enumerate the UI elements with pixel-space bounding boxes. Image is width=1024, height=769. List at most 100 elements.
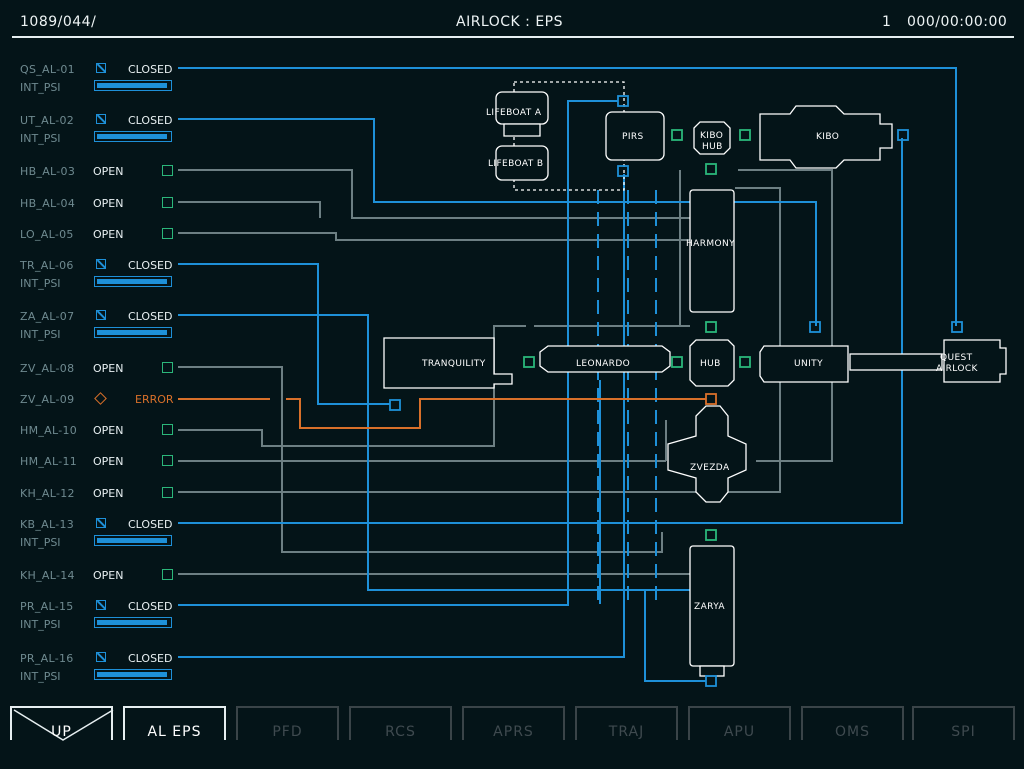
airlock-status: CLOSED	[128, 114, 173, 127]
airlock-id: HM_AL-11	[20, 455, 78, 468]
airlock-row[interactable]: KH_AL-14 OPEN	[0, 569, 180, 603]
airlock-id: UT_AL-02	[20, 114, 75, 127]
psi-label: INT_PSI	[20, 536, 61, 549]
valve-closed-icon	[96, 259, 106, 269]
label-quest-2: AIRLOCK	[936, 364, 979, 374]
valve-open-icon	[162, 569, 173, 580]
airlock-row[interactable]: HM_AL-11 OPEN	[0, 455, 180, 489]
valve-closed-icon	[96, 63, 106, 73]
error-diamond-icon	[94, 392, 107, 405]
up-chevron-icon	[13, 709, 114, 741]
airlock-row[interactable]: ZV_AL-08 OPEN	[0, 362, 180, 396]
airlock-id: PR_AL-16	[20, 652, 74, 665]
valve-open-icon	[162, 228, 173, 239]
header-divider	[12, 36, 1014, 38]
valve-closed-icon	[96, 114, 106, 124]
airlock-status: OPEN	[93, 569, 124, 582]
page-tab-bar: UP AL EPS PFD RCS APRS TRAJ APU OMS SPI	[0, 700, 1024, 769]
label-tranquility: TRANQUILITY	[421, 359, 486, 369]
label-leonardo: LEONARDO	[576, 359, 630, 369]
airlock-row[interactable]: UT_AL-02 CLOSED INT_PSI	[0, 114, 180, 148]
airlock-row[interactable]: PR_AL-16 CLOSED INT_PSI	[0, 652, 180, 686]
psi-bar-fill	[97, 83, 167, 88]
valve-open-icon	[162, 165, 173, 176]
tab-oms[interactable]: OMS	[801, 706, 904, 740]
psi-label: INT_PSI	[20, 81, 61, 94]
tab-up[interactable]: UP	[10, 706, 114, 741]
airlock-row[interactable]: HB_AL-04 OPEN	[0, 197, 180, 231]
airlock-status: CLOSED	[128, 63, 173, 76]
psi-bar	[94, 80, 172, 91]
tab-spi[interactable]: SPI	[912, 706, 1015, 740]
mission-elapsed-time: 000/00:00:00	[907, 14, 1008, 30]
header-bar: 1089/044/ AIRLOCK : EPS 1 000/00:00:00	[0, 0, 1024, 40]
valve-open-icon	[162, 455, 173, 466]
psi-label: INT_PSI	[20, 277, 61, 290]
label-lifeboat-b: LIFEBOAT B	[488, 159, 543, 169]
label-kibo-hub-2: HUB	[702, 142, 723, 152]
label-kibo: KIBO	[816, 132, 839, 142]
airlock-id: TR_AL-06	[20, 259, 74, 272]
psi-bar	[94, 131, 172, 142]
label-unity: UNITY	[794, 359, 823, 369]
tab-label: UP	[51, 724, 72, 740]
airlock-row[interactable]: ZV_AL-09 ERROR	[0, 392, 180, 427]
airlock-row[interactable]: KH_AL-12 OPEN	[0, 487, 180, 521]
psi-bar-fill	[97, 330, 167, 335]
airlock-id: HB_AL-04	[20, 197, 76, 210]
psi-label: INT_PSI	[20, 618, 61, 631]
tab-apu[interactable]: APU	[688, 706, 791, 740]
psi-bar	[94, 276, 172, 287]
tab-label: APRS	[493, 724, 534, 740]
airlock-status: CLOSED	[128, 310, 173, 323]
valve-closed-icon	[96, 600, 106, 610]
tab-pfd[interactable]: PFD	[236, 706, 339, 740]
airlock-status: CLOSED	[128, 652, 173, 665]
label-lifeboat-a: LIFEBOAT A	[486, 108, 542, 118]
label-zarya: ZARYA	[694, 602, 725, 612]
station-schematic: LIFEBOAT A LIFEBOAT B PIRS KIBO HUB KIBO…	[178, 67, 1007, 687]
psi-bar	[94, 327, 172, 338]
label-kibo-hub-1: KIBO	[700, 131, 723, 141]
airlock-status: CLOSED	[128, 518, 173, 531]
tab-label: AL EPS	[147, 724, 202, 740]
psi-bar-fill	[97, 279, 167, 284]
valve-open-icon	[162, 197, 173, 208]
airlock-row[interactable]: ZA_AL-07 CLOSED INT_PSI	[0, 310, 180, 344]
valve-closed-icon	[96, 518, 106, 528]
label-harmony: HARMONY	[686, 239, 735, 249]
airlock-status: OPEN	[93, 455, 124, 468]
airlock-id: ZV_AL-09	[20, 393, 75, 406]
psi-bar	[94, 617, 172, 628]
header-counter: 1	[882, 14, 892, 30]
tab-label: TRAJ	[608, 724, 645, 740]
airlock-row[interactable]: TR_AL-06 CLOSED INT_PSI	[0, 259, 180, 293]
tab-label: OMS	[835, 724, 870, 740]
valve-closed-icon	[96, 652, 106, 662]
tab-traj[interactable]: TRAJ	[575, 706, 678, 740]
airlock-row[interactable]: KB_AL-13 CLOSED INT_PSI	[0, 518, 180, 552]
airlock-status: OPEN	[93, 487, 124, 500]
airlock-id: ZA_AL-07	[20, 310, 75, 323]
airlock-row[interactable]: PR_AL-15 CLOSED INT_PSI	[0, 600, 180, 634]
airlock-id: HM_AL-10	[20, 424, 78, 437]
airlock-row[interactable]: HB_AL-03 OPEN	[0, 165, 180, 199]
psi-bar-fill	[97, 538, 167, 543]
airlock-row[interactable]: QS_AL-01 CLOSED INT_PSI	[0, 63, 180, 97]
airlock-row[interactable]: HM_AL-10 OPEN	[0, 424, 180, 458]
tab-al-eps[interactable]: AL EPS	[123, 706, 226, 740]
tab-aprs[interactable]: APRS	[462, 706, 565, 740]
tab-rcs[interactable]: RCS	[349, 706, 452, 740]
psi-bar-fill	[97, 134, 167, 139]
airlock-id: KH_AL-12	[20, 487, 75, 500]
airlock-id: KH_AL-14	[20, 569, 75, 582]
label-zvezda: ZVEZDA	[690, 463, 730, 473]
airlock-id: ZV_AL-08	[20, 362, 75, 375]
airlock-id: HB_AL-03	[20, 165, 76, 178]
psi-label: INT_PSI	[20, 670, 61, 683]
airlock-row[interactable]: LO_AL-05 OPEN	[0, 228, 180, 262]
airlock-id: PR_AL-15	[20, 600, 74, 613]
airlock-status: CLOSED	[128, 259, 173, 272]
tab-label: SPI	[951, 724, 976, 740]
tab-label: PFD	[272, 724, 303, 740]
